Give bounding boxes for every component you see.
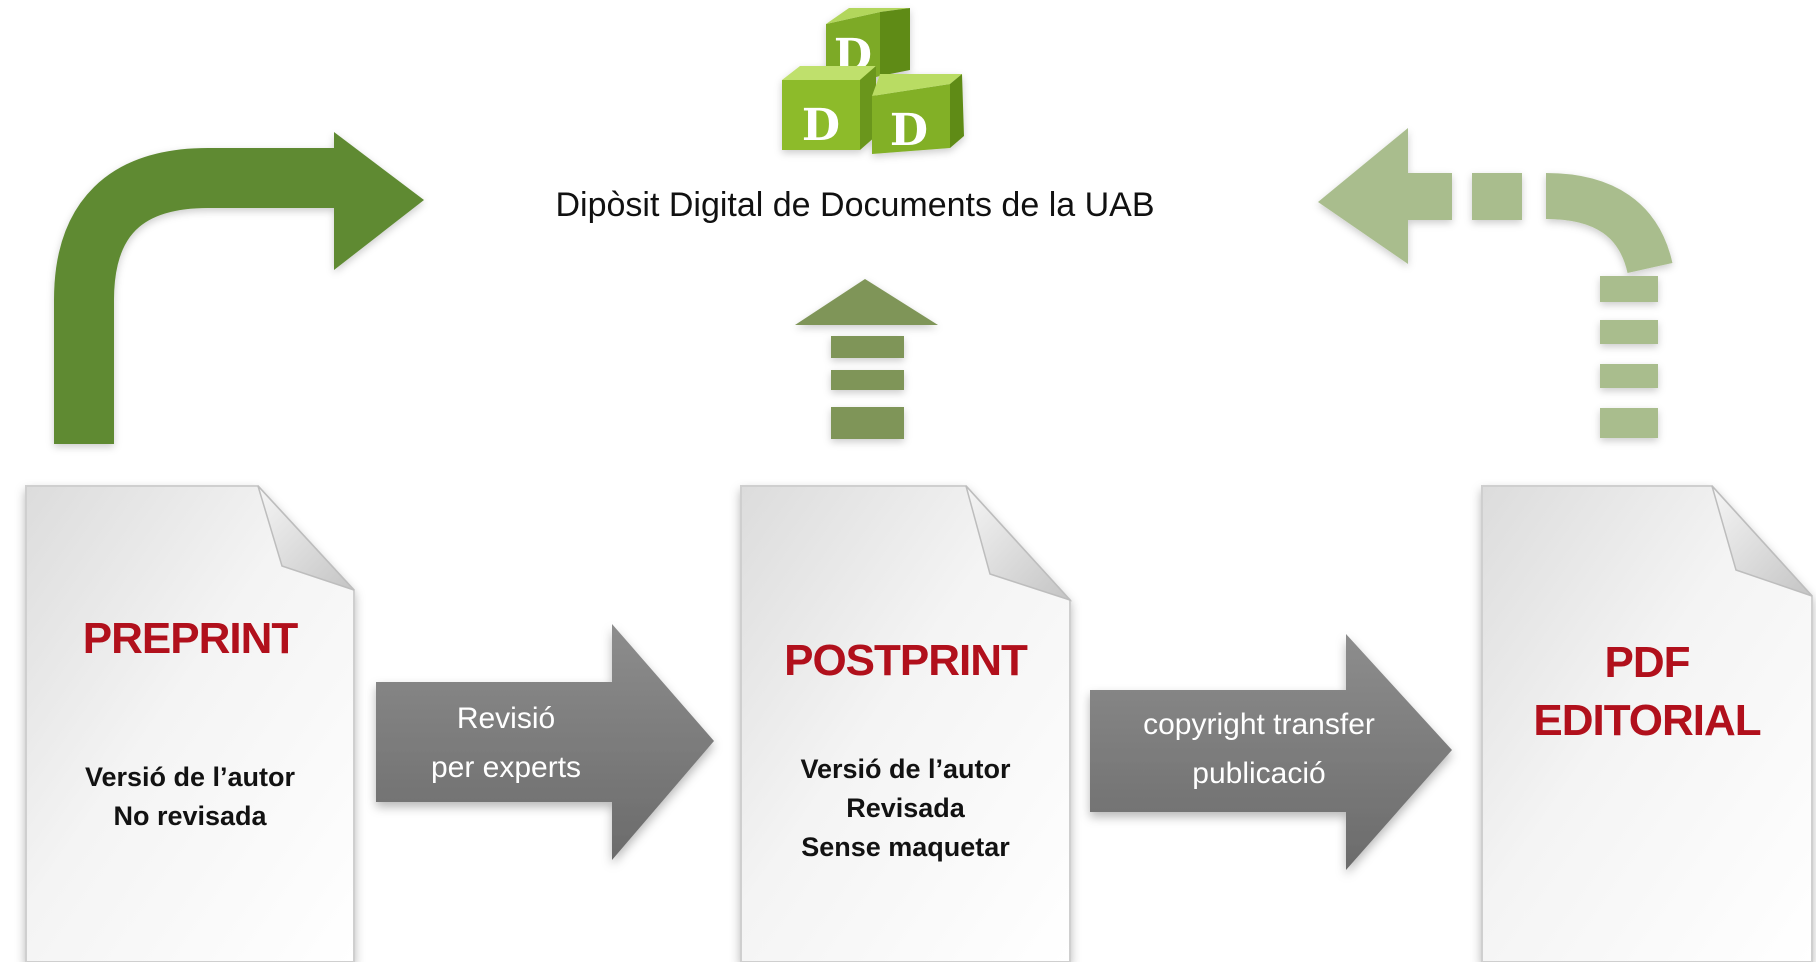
copyright-transfer-arrow [1090,634,1452,870]
repository-logo: D D D [782,8,964,156]
postprint-desc-line-2: Revisada [846,793,965,823]
repository-name: Dipòsit Digital de Documents de la UAB [555,186,1155,224]
postprint-desc-line-3: Sense maquetar [801,832,1010,862]
editorial-deposit-arrow [1318,128,1673,438]
copyright-transfer-label: copyright transfer publicació [1100,700,1418,798]
preprint-title-line: PREPRINT [82,614,298,663]
logo-block-left: D [782,66,876,151]
postprint-title: POSTPRINT [741,632,1070,690]
postprint-deposit-arrow [795,279,938,439]
preprint-desc-line-1: Versió de l’autor [84,762,296,792]
pdf-editorial-document [1481,485,1813,963]
preprint-description: Versió de l’autor No revisada [26,758,354,836]
preprint-deposit-arrow [54,132,424,444]
postprint-document [740,485,1073,963]
postprint-title-line: POSTPRINT [784,636,1028,685]
peer-review-label: Revisió per experts [376,694,636,792]
logo-block-right: D [872,74,964,156]
preprint-desc-line-2: No revisada [113,801,267,831]
pdf-editorial-title: PDF EDITORIAL [1482,634,1812,750]
logo-letter-left: D [802,100,840,151]
postprint-description: Versió de l’autor Revisada Sense maqueta… [741,750,1070,867]
copyright-transfer-label-line-1: copyright transfer [1143,708,1375,741]
preprint-document [25,485,355,963]
postprint-desc-line-1: Versió de l’autor [800,754,1011,784]
peer-review-arrow [376,624,714,860]
logo-letter-right: D [890,105,928,156]
preprint-title: PREPRINT [26,610,354,668]
pdf-editorial-title-line-2: EDITORIAL [1533,696,1761,745]
pdf-editorial-title-line-1: PDF [1604,638,1691,687]
peer-review-label-line-1: Revisió [456,702,556,735]
copyright-transfer-label-line-2: publicació [1192,757,1326,790]
peer-review-label-line-2: per experts [430,751,582,784]
